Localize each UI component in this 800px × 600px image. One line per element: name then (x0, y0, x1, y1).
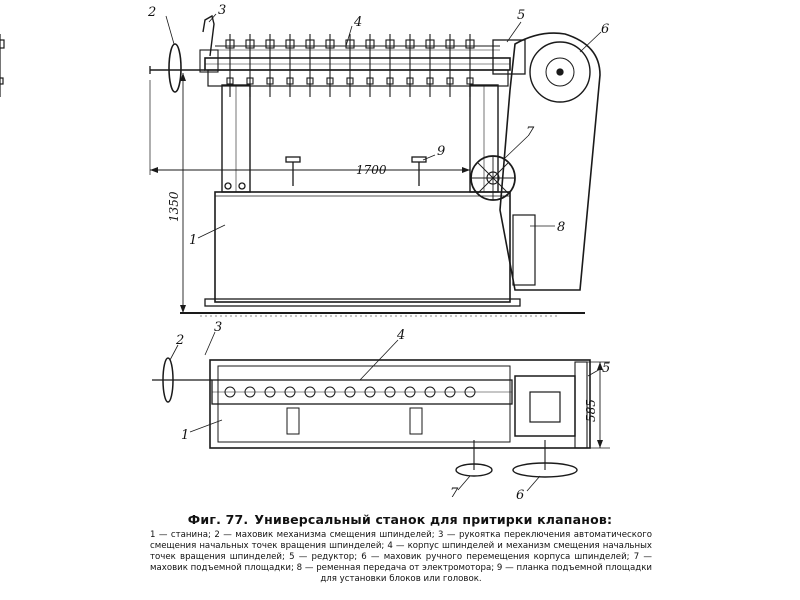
machine-drawing: 2 3 4 5 6 1 7 8 9 2 3 4 5 1 7 6 1700 135… (0, 3, 610, 500)
callout-plan-6: 6 (516, 488, 524, 500)
callout-1: 1 (189, 233, 197, 248)
callout-plan-5: 5 (602, 361, 610, 376)
dimension-1350: 1350 (167, 191, 181, 222)
callout-plan-3: 3 (214, 320, 222, 335)
figure-title: Универсальный станок для притирки клапан… (254, 512, 613, 527)
callout-9: 9 (437, 144, 445, 159)
callout-3: 3 (218, 3, 226, 18)
callout-2: 2 (147, 5, 156, 20)
callout-plan-2: 2 (175, 333, 184, 348)
leader-lines (165, 13, 603, 492)
figure-legend: 1 — станина; 2 — маховик механизма смеще… (150, 530, 652, 584)
callout-6: 6 (601, 22, 609, 37)
callout-7: 7 (526, 125, 535, 140)
callout-5: 5 (517, 8, 525, 23)
callout-4: 4 (353, 15, 362, 30)
callout-plan-7: 7 (450, 486, 459, 500)
callout-plan-4: 4 (396, 328, 405, 343)
callout-plan-1: 1 (181, 428, 189, 443)
figure-label: Фиг. 77. (187, 512, 249, 527)
plan-view (152, 357, 610, 478)
callout-8: 8 (557, 220, 565, 235)
dimension-585: 585 (584, 399, 598, 422)
dimension-1700: 1700 (356, 163, 387, 177)
elevation-view (0, 14, 601, 317)
figure-caption-title: Фиг. 77. Универсальный станок для притирк… (0, 512, 800, 527)
